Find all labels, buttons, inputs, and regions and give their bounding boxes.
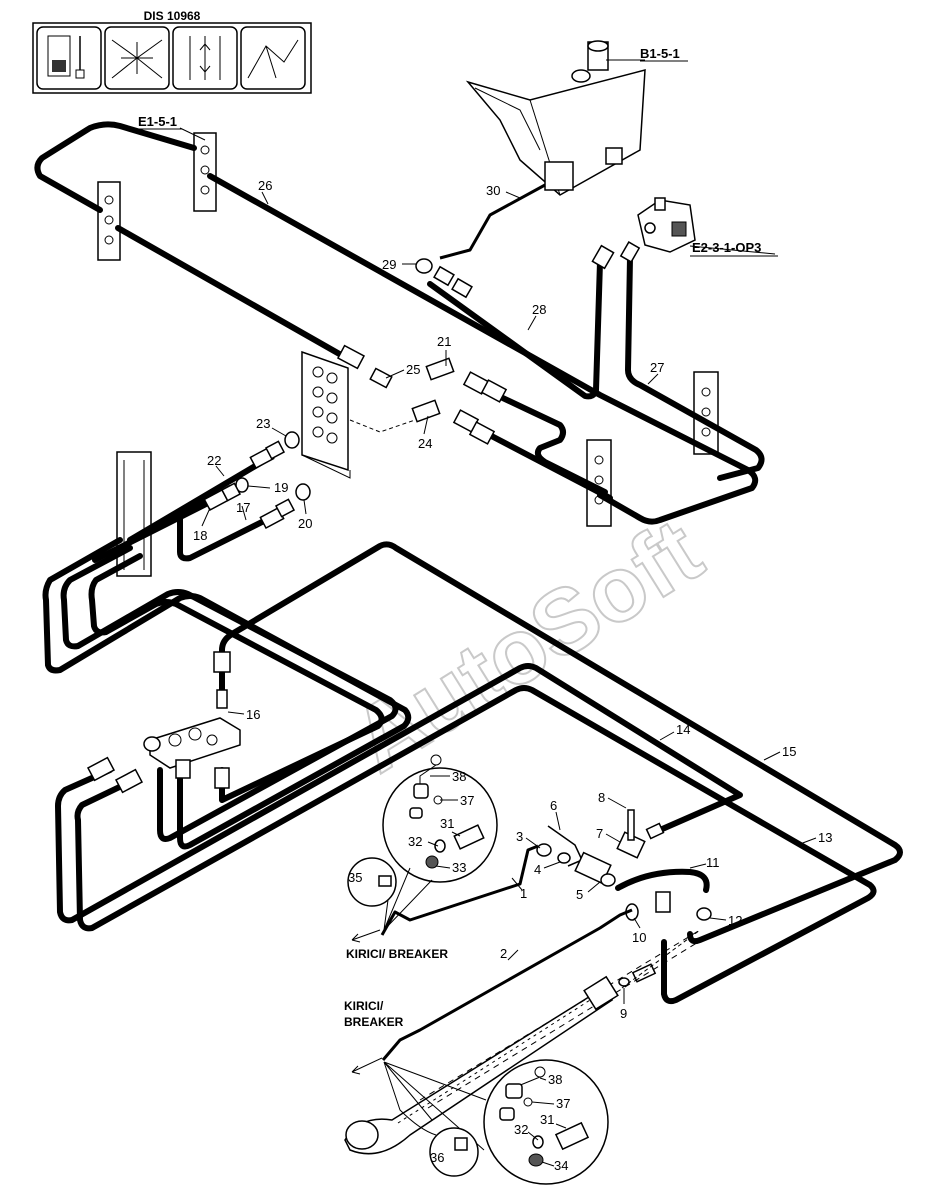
label-32b: 32 <box>514 1122 528 1137</box>
manifold-block-5 <box>116 451 152 577</box>
label-16: 16 <box>246 707 260 722</box>
label-22: 22 <box>207 453 221 468</box>
label-10: 10 <box>632 930 646 945</box>
manifold-block-3 <box>693 371 719 455</box>
label-1: 1 <box>520 886 527 901</box>
label-13: 13 <box>818 830 832 845</box>
label-38a: 38 <box>452 769 466 784</box>
note-breaker-upper-1: KIRICI/ <box>344 999 384 1013</box>
ref-manifold: E1-5-1 <box>138 114 177 129</box>
ref-tank: B1-5-1 <box>640 46 680 61</box>
mounting-bracket <box>301 350 351 479</box>
label-33: 33 <box>452 860 466 875</box>
label-31b: 31 <box>540 1112 554 1127</box>
label-25: 25 <box>406 362 420 377</box>
label-20: 20 <box>298 516 312 531</box>
label-2: 2 <box>500 946 507 961</box>
label-18: 18 <box>193 528 207 543</box>
label-5: 5 <box>576 887 583 902</box>
detail-circle-upper <box>347 754 498 931</box>
steel-tube-30 <box>439 183 546 260</box>
label-31a: 31 <box>440 816 454 831</box>
ref-valve: E2-3-1-OP3 <box>692 240 761 255</box>
note-breaker-lower: KIRICI/ BREAKER <box>346 947 448 961</box>
label-37b: 37 <box>556 1096 570 1111</box>
machine-controls-icon <box>36 26 102 90</box>
label-14: 14 <box>676 722 690 737</box>
breaker-valve-assembly <box>536 809 712 987</box>
label-26: 26 <box>258 178 272 193</box>
hose-fittings <box>203 241 641 530</box>
doc-code: DIS 10968 <box>144 9 201 23</box>
breaker-arrow-2 <box>351 1057 383 1075</box>
label-11: 11 <box>706 855 720 870</box>
label-37a: 37 <box>460 793 474 808</box>
backhoe-arm-icon <box>240 26 306 90</box>
label-12: 12 <box>728 913 742 928</box>
label-29: 29 <box>382 257 396 272</box>
dashed-link-1 <box>349 419 416 433</box>
hydraulic-tank <box>465 40 646 196</box>
label-4: 4 <box>534 862 541 877</box>
label-17: 17 <box>236 500 250 515</box>
note-breaker-upper-2: BREAKER <box>344 1015 404 1029</box>
hose-lines <box>34 121 903 1005</box>
label-34: 34 <box>554 1158 568 1173</box>
breaker-arrow-1 <box>351 929 381 943</box>
label-6: 6 <box>550 798 557 813</box>
label-21: 21 <box>437 334 451 349</box>
label-28: 28 <box>532 302 546 317</box>
hydraulic-lift-icon <box>172 26 238 90</box>
label-7: 7 <box>596 826 603 841</box>
valve-leader <box>689 245 776 255</box>
manifold-leader <box>179 127 206 141</box>
steel-tube-2 <box>381 908 633 1061</box>
label-36: 36 <box>430 1150 444 1165</box>
control-valve <box>637 197 696 253</box>
label-27: 27 <box>650 360 664 375</box>
label-23: 23 <box>256 416 270 431</box>
label-15: 15 <box>782 744 796 759</box>
label-30: 30 <box>486 183 500 198</box>
label-3: 3 <box>516 829 523 844</box>
manifold-block-1 <box>193 132 217 212</box>
label-38b: 38 <box>548 1072 562 1087</box>
dashed-link-2 <box>621 929 701 989</box>
manifold-block-2 <box>97 181 121 261</box>
distribution-block <box>86 651 241 794</box>
steel-tube-1 <box>380 844 539 936</box>
detail-circle-lower <box>383 1059 609 1185</box>
header-panel: DIS 10968 <box>32 9 312 94</box>
label-24: 24 <box>418 436 432 451</box>
part-labels: 1 2 3 4 5 6 7 8 9 10 11 12 13 14 15 16 1… <box>193 178 832 1173</box>
label-8: 8 <box>598 790 605 805</box>
label-9: 9 <box>620 1006 627 1021</box>
swing-boom-arm-icon <box>104 26 170 90</box>
label-32a: 32 <box>408 834 422 849</box>
label-19: 19 <box>274 480 288 495</box>
boom-arm <box>344 929 709 1155</box>
label-35: 35 <box>348 870 362 885</box>
